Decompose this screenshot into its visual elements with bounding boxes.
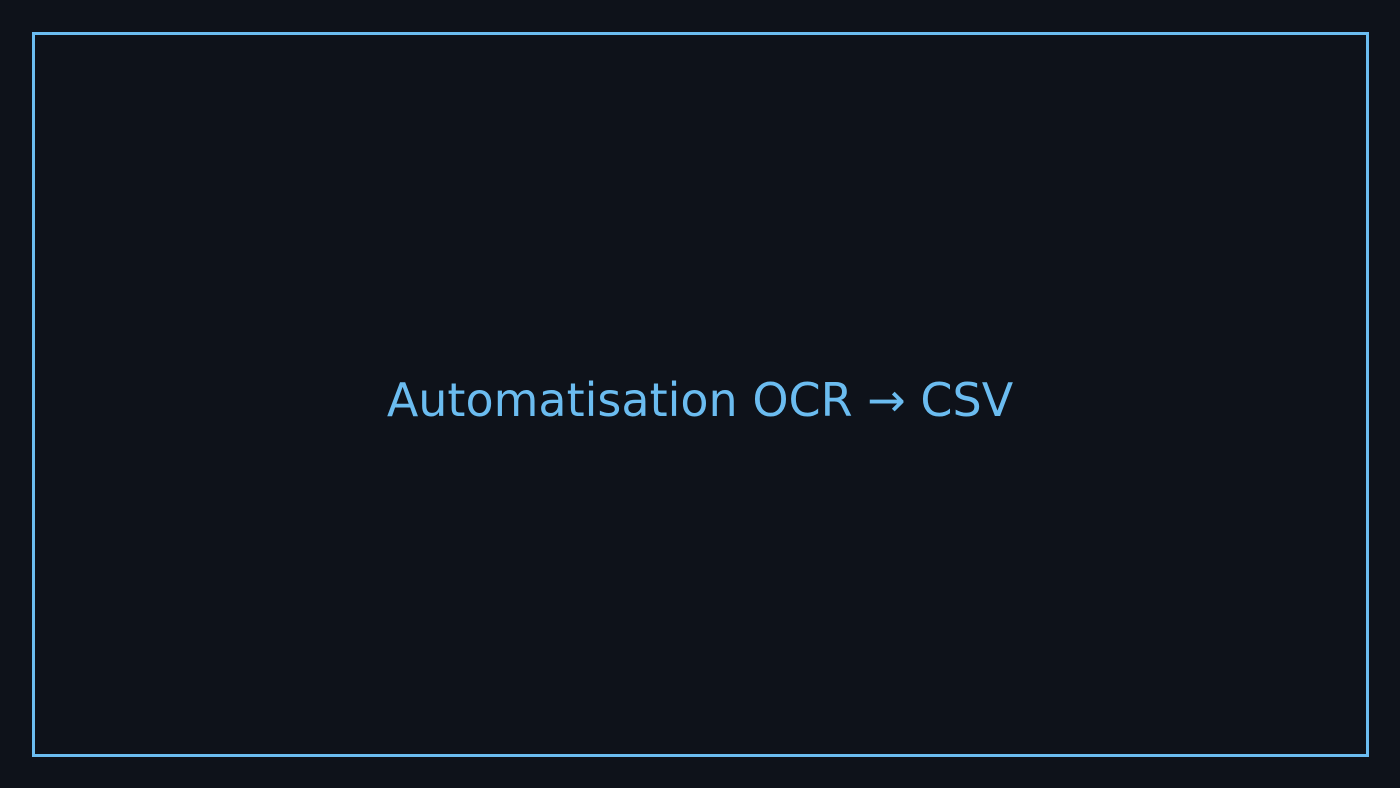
slide-title: Automatisation OCR → CSV bbox=[386, 373, 1014, 427]
slide-border-frame bbox=[32, 32, 1369, 757]
